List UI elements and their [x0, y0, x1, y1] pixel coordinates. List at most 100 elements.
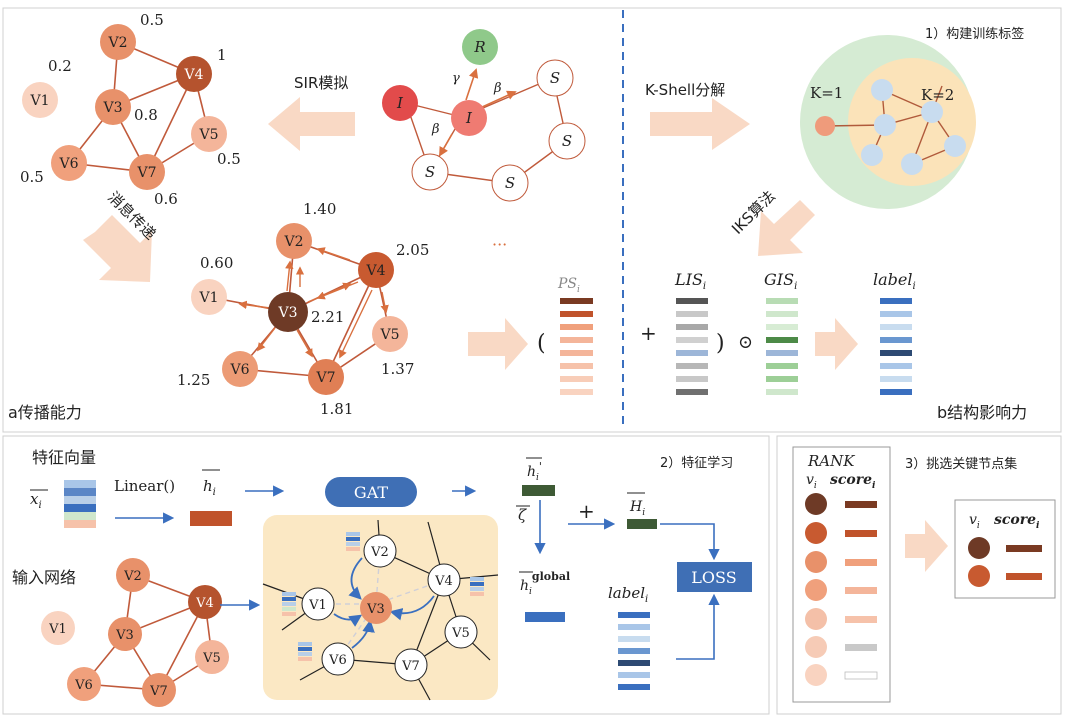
sir-arrow-beta2 — [439, 133, 453, 157]
selected-set-box — [954, 499, 1056, 599]
gis-vector — [766, 298, 798, 395]
graph2-nodes: V2 V4 V1 V3 V5 V6 V7 — [191, 223, 408, 395]
graph1-node-v6 — [51, 145, 87, 181]
h-embedding — [190, 511, 232, 526]
sir-label-s2: S — [562, 132, 572, 150]
sir-network: R I I S S S S γ β β — [382, 29, 586, 202]
panel-frame-select — [776, 435, 1062, 715]
loss-box — [677, 562, 752, 592]
rank-rows — [805, 493, 878, 686]
svg-text:V1: V1 — [308, 598, 327, 613]
step1-label: 1）构建训练标签 — [925, 26, 1024, 42]
sir-node-s2 — [548, 122, 586, 160]
graph1-value-v6: 0.5 — [20, 168, 44, 186]
svg-text:V1: V1 — [48, 622, 67, 637]
sir-beta1: β — [493, 81, 502, 96]
input-network-label: 输入网络 — [12, 568, 76, 587]
kshell-arrow — [650, 98, 750, 150]
graph2-node-v2 — [276, 223, 312, 259]
graph1-value-v3: 0.8 — [134, 106, 158, 124]
sir-label-i1: I — [396, 94, 404, 112]
label-vector — [880, 298, 912, 395]
message-passing-arrow — [83, 215, 152, 282]
kshell-nodes-k2 — [861, 79, 966, 175]
caption-a: a传播能力 — [8, 403, 82, 422]
k1-label: K=1 — [810, 84, 843, 102]
svg-text:V4: V4 — [434, 574, 453, 589]
lis-label: LISi — [674, 270, 706, 292]
graph2-value-v2: 1.40 — [303, 200, 336, 218]
graph1-node-v7 — [129, 154, 165, 190]
graph1-label-v7: V7 — [136, 165, 156, 181]
rank-box — [792, 446, 891, 703]
input-graph-nodes: V2 V4 V1 V3 V5 V6 V7 — [41, 558, 229, 707]
graph2-node-v5 — [372, 316, 408, 352]
sir-node-s3 — [491, 164, 529, 202]
ps-vector — [560, 298, 593, 395]
h-global-embedding — [525, 612, 565, 622]
graph2-node-v1 — [191, 279, 227, 315]
sir-label-r: R — [473, 38, 485, 56]
gat-label: GAT — [354, 483, 388, 502]
label-to-loss-line — [676, 593, 720, 660]
selected-node-2 — [968, 565, 990, 587]
svg-text:V4: V4 — [195, 596, 214, 611]
x-vector-label: xi — [30, 490, 42, 511]
svg-text:V5: V5 — [202, 651, 221, 666]
panel-a: V2 V4 V1 V3 V5 V6 V7 0.5 1 0.2 0.8 0.5 0… — [8, 11, 593, 422]
graph2-label-v3: V3 — [277, 305, 297, 321]
graph1-label-v6: V6 — [58, 156, 78, 172]
sir-label-s4: S — [425, 163, 435, 181]
panel-frame-top — [2, 7, 1062, 433]
panel-b: 1）构建训练标签 K-Shell分解 K=1 K=2 IKS算法 — [640, 26, 1027, 422]
sir-label: SIR模拟 — [294, 74, 348, 92]
graph2-node-v7 — [308, 359, 344, 395]
svg-text:V3: V3 — [115, 628, 134, 643]
gat-nodes — [301, 534, 478, 682]
H-label: Hi — [629, 499, 645, 518]
graph1-label-v3: V3 — [102, 100, 122, 116]
selected-col-score: scorei — [994, 512, 1040, 531]
h-prime-embedding — [522, 485, 555, 496]
graph1-value-v5: 0.5 — [217, 150, 241, 168]
rank-title: RANK — [807, 452, 855, 470]
ps-arrow — [468, 318, 528, 370]
ellipsis: ··· — [492, 235, 507, 254]
panel-frame-feature — [2, 435, 770, 715]
svg-text:V6: V6 — [328, 653, 347, 668]
rank-col-score: scorei — [830, 472, 876, 491]
ps-open-paren: ( — [537, 331, 546, 356]
gat-mini-vectors — [282, 532, 484, 661]
sir-node-i2 — [451, 100, 487, 136]
close-paren: ) — [716, 331, 725, 356]
graph1-values: 0.5 1 0.2 0.8 0.5 0.5 0.6 — [20, 11, 241, 208]
linear-label: Linear() — [114, 477, 175, 495]
selected-score-1 — [1006, 545, 1042, 552]
graph2-value-v6: 1.25 — [177, 371, 210, 389]
graph2-flow-arrows — [238, 247, 389, 359]
svg-text:V3: V3 — [366, 602, 385, 617]
loss-label: LOSS — [691, 568, 736, 587]
graph1-label-v1: V1 — [29, 93, 49, 109]
step3-label: 3）挑选关键节点集 — [905, 456, 1017, 472]
graph1-node-v1 — [22, 82, 58, 118]
label-title: labeli — [873, 270, 916, 292]
sir-gamma: γ — [452, 71, 460, 86]
select-arrow — [905, 520, 948, 572]
zeta-label: ζ — [518, 506, 527, 524]
H-to-loss-line — [660, 523, 720, 561]
h-label: hi — [203, 477, 216, 498]
label-arrow — [815, 318, 858, 370]
sir-arrow — [268, 97, 355, 151]
sir-node-s4 — [411, 153, 449, 191]
sir-node-r — [462, 29, 498, 65]
graph2-value-v7: 1.81 — [320, 400, 353, 418]
svg-text:V6: V6 — [74, 678, 93, 693]
sir-arrow-gamma — [465, 68, 479, 101]
graph2-node-v6 — [222, 351, 258, 387]
graph1-value-v1: 0.2 — [48, 57, 72, 75]
graph2-label-v1: V1 — [198, 290, 218, 306]
sir-node-i1 — [382, 85, 418, 121]
k2-label: K=2 — [921, 86, 954, 104]
